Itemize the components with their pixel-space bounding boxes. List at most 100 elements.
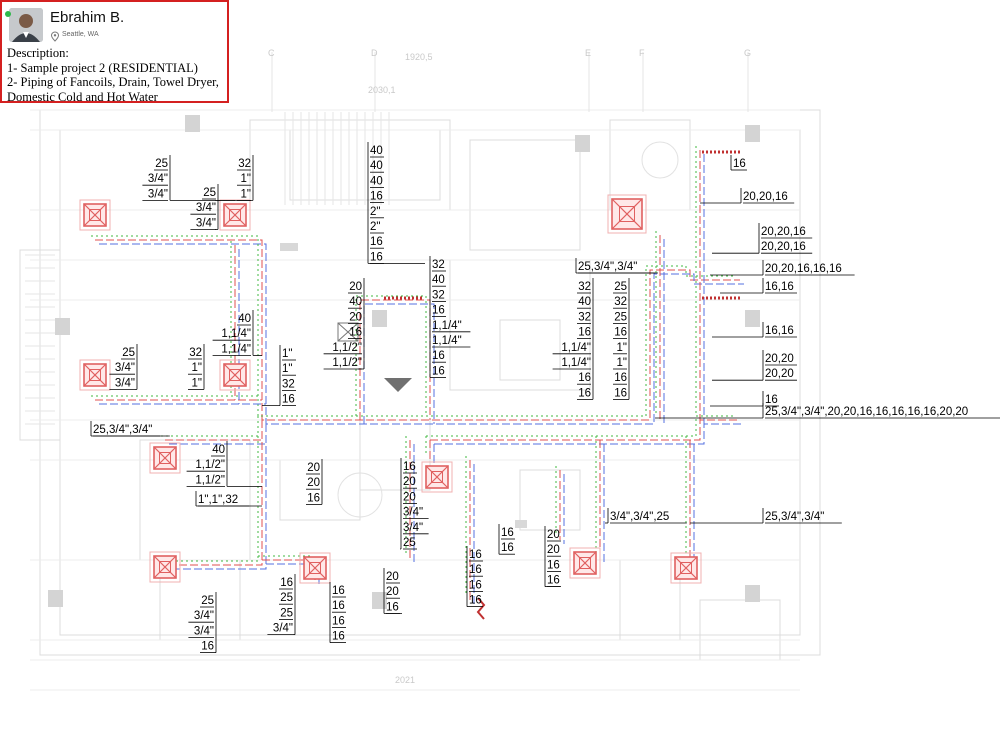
fancoil-cross: [153, 446, 177, 470]
fancoil-core: [229, 369, 241, 381]
wall: [469, 139, 581, 251]
pipe-size-label: 1": [192, 362, 202, 374]
grid-label: E: [585, 48, 591, 58]
fancoil-icon: [607, 194, 647, 234]
pipe-size-label: 16: [578, 372, 591, 384]
pipe-network: [91, 146, 744, 620]
pipe-run: [174, 424, 267, 570]
pipe-size-label: 25: [122, 347, 135, 359]
pipe-size-label: 20,20,16: [761, 241, 806, 253]
pipe-size-label: 40: [238, 313, 251, 325]
wall: [699, 599, 781, 661]
fancoil-icon: [149, 442, 181, 474]
pipe-size-label: 3/4": [196, 217, 216, 229]
pipe-size-label: 3/4": [273, 623, 293, 635]
towel-dryer: [476, 597, 486, 620]
grid-label: G: [744, 48, 751, 58]
pipe-size-label: 16,16: [765, 325, 794, 337]
pipe-run: [95, 239, 740, 421]
fancoil-cross: [223, 363, 247, 387]
fancoil-frame: [421, 461, 453, 493]
pipe-size-label: 16,16: [765, 281, 794, 293]
profile-name[interactable]: Ebrahim B.: [50, 9, 125, 26]
fancoil-icon: [421, 461, 453, 493]
fixture: [337, 472, 383, 518]
fancoil-icon: [149, 551, 181, 583]
architectural-background: [19, 109, 821, 691]
pipe-label-s30: 3/4",3/4",25: [605, 508, 687, 524]
pipe-run: [99, 243, 744, 425]
pipe-label-s10: 16,16: [720, 278, 797, 294]
description-line-1: 1- Sample project 2 (RESIDENTIAL): [7, 60, 198, 75]
fancoil-core: [680, 562, 692, 574]
fancoil-units: [79, 194, 702, 584]
fancoil-cross: [153, 555, 177, 579]
pipe-size-label: 3/4": [194, 625, 214, 637]
fancoil-icon: [79, 199, 111, 231]
pipe-size-label: 1": [241, 188, 251, 200]
pipe-size-label: 16: [547, 559, 560, 571]
pipe-size-label: 16: [501, 527, 514, 539]
pipe-label-s21: 16: [710, 391, 779, 407]
pipe-label-s5: 16: [730, 155, 747, 171]
pipe-size-label: 1": [192, 377, 202, 389]
pipe-size-label: 25: [203, 187, 216, 199]
fancoil-cross: [223, 203, 247, 227]
pipe-size-label: 16: [332, 585, 345, 597]
pipe-label-s22: 25,3/4",3/4",20,20,16,16,16,16,16,20,20: [655, 403, 1000, 419]
pipe-size-label: 40: [212, 444, 225, 456]
pipe-size-label: 20: [547, 544, 560, 556]
pipe-size-label: 16: [349, 327, 362, 339]
dimension-label: 1920,5: [405, 52, 433, 62]
description-line-3: Domestic Cold and Hot Water: [7, 89, 158, 104]
fancoil-icon: [219, 199, 251, 231]
fancoil-frame: [79, 359, 111, 391]
shaft-symbol: [337, 322, 359, 342]
column: [575, 135, 590, 152]
pipe-size-label: 32: [189, 347, 202, 359]
pipe-size-label: 40: [370, 160, 383, 172]
fancoil-icon: [670, 552, 702, 584]
pipe-label-s6: 20,20,16: [700, 188, 795, 204]
pipe-size-label: 16: [469, 564, 482, 576]
pipe-run: [426, 415, 736, 437]
fixture: [641, 141, 679, 179]
pipe-size-label: 1": [617, 342, 627, 354]
fancoil-cross: [674, 556, 698, 580]
pipe-size-label: 20: [307, 477, 320, 489]
pipe-size-label: 16: [280, 577, 293, 589]
dimension-label: 2021: [395, 675, 415, 685]
pipe-label-leaders: 253/4"3/4"321"1"253/4"3/4"404040162"2"16…: [90, 142, 1000, 653]
column: [745, 585, 760, 602]
pipe-run: [430, 419, 740, 441]
drain-riser-symbol: [384, 378, 412, 392]
pipe-size-label: 16: [432, 305, 445, 317]
pipe-size-label: 3/4": [194, 610, 214, 622]
avatar[interactable]: [9, 8, 43, 42]
column: [372, 310, 387, 327]
fancoil-core: [229, 209, 241, 221]
pipe-size-label: 1": [282, 363, 292, 375]
pipe-size-label: 40: [432, 274, 445, 286]
pipe-size-label: 16: [578, 387, 591, 399]
pipe-size-label: 16: [386, 601, 399, 613]
pipe-size-label: 40: [370, 175, 383, 187]
pipe-size-label: 40: [370, 145, 383, 157]
fancoil-frame: [79, 199, 111, 231]
pipe-size-label: 16: [201, 641, 214, 653]
pipe-label-s15: 401,1/4"1,1/4": [212, 310, 262, 356]
pipe-label-s18: 32 1" 1": [188, 344, 205, 390]
fancoil-frame: [219, 359, 251, 391]
grid-label: C: [268, 48, 275, 58]
pipe-size-label: 20: [547, 529, 560, 541]
pipe-size-label: 20: [386, 586, 399, 598]
fancoil-icon: [79, 359, 111, 391]
fancoil-frame: [670, 552, 702, 584]
fancoil-cross: [303, 556, 327, 580]
pipe-label-s8: 25,3/4",3/4": [575, 258, 658, 274]
